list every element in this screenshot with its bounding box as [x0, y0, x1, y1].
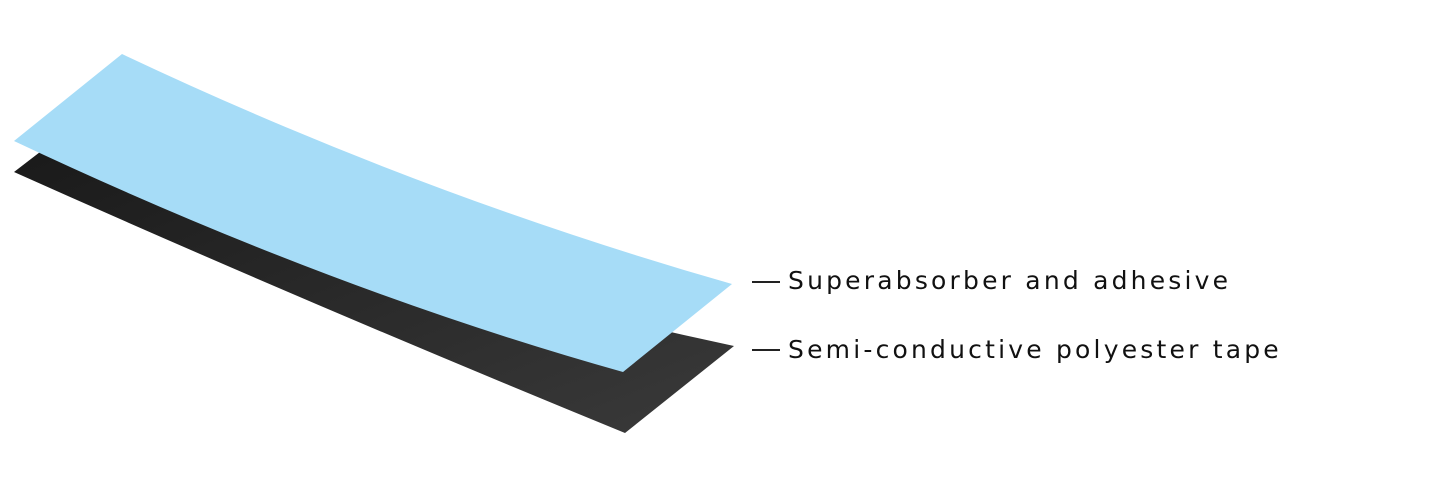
label-polyester: Semi-conductive polyester tape: [788, 335, 1282, 364]
polyester-tape-layer: [14, 152, 734, 433]
label-superabsorber: Superabsorber and adhesive: [788, 266, 1232, 295]
superabsorber-layer: [14, 54, 732, 372]
leader-line-superabsorber: [752, 281, 780, 283]
leader-line-polyester: [752, 349, 780, 351]
